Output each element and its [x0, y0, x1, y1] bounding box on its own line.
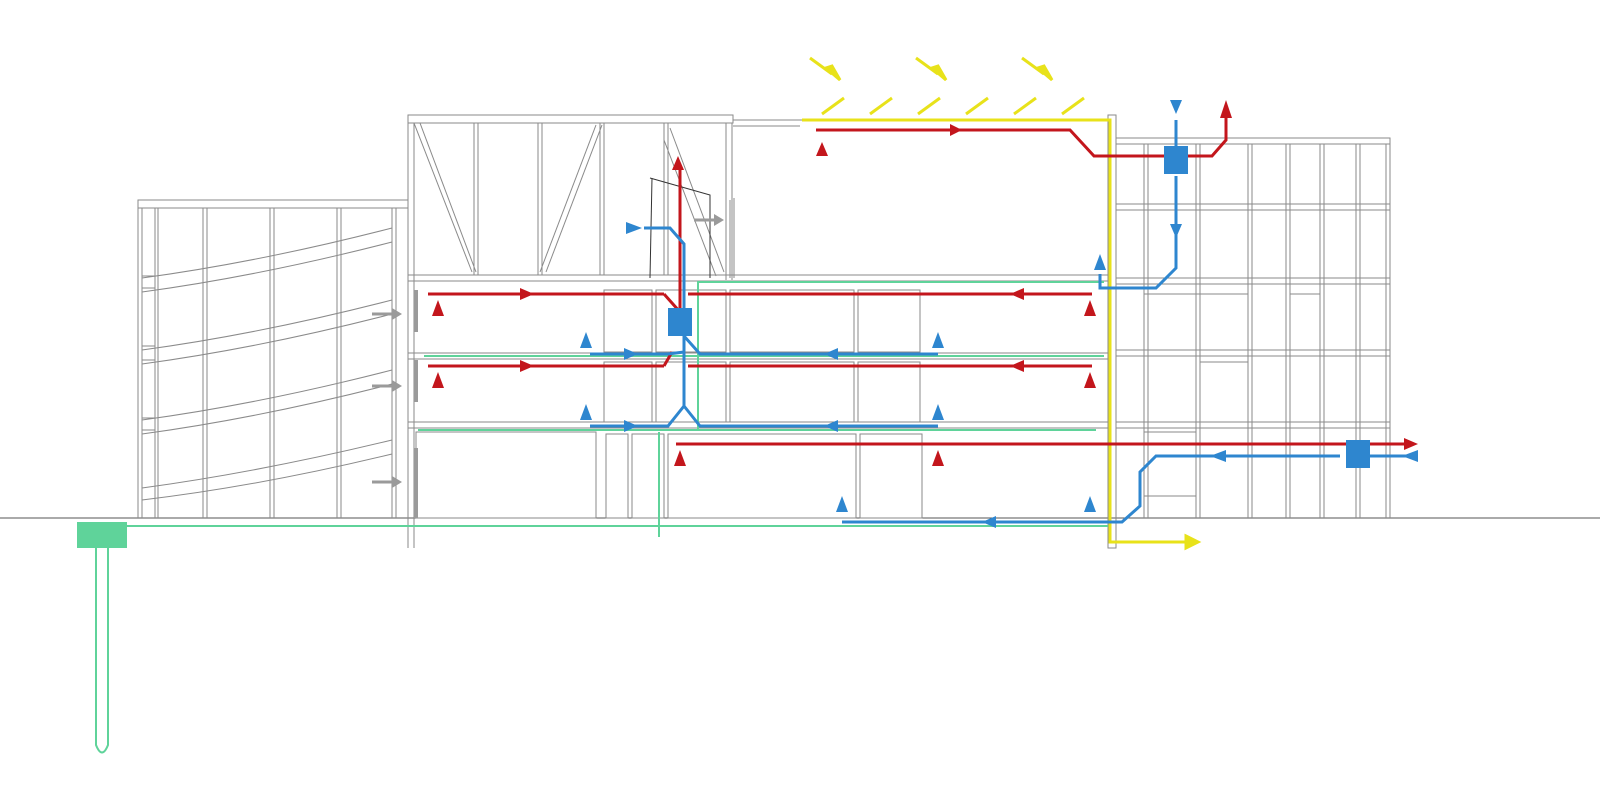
- atrium-shaft: [649, 177, 735, 279]
- supply-arrowheads: [580, 100, 1418, 528]
- ground-air-handling-unit: [1346, 440, 1370, 468]
- sun-ray-arrow-1: [809, 56, 842, 82]
- left-glazed-block: [137, 199, 409, 518]
- sun-ray-arrow-2: [915, 56, 948, 82]
- geothermal-heat-exchanger: [77, 522, 127, 548]
- exhaust-arrowheads: [432, 100, 1418, 466]
- atrium-air-handling-unit: [668, 308, 692, 336]
- natural-ventilation-arrows: [372, 214, 724, 518]
- vent-arrow-floor-1: [372, 308, 402, 320]
- solar-collector: [802, 56, 1202, 551]
- supply-air-ducts: [590, 120, 1418, 524]
- vent-arrow-atrium: [694, 214, 724, 226]
- sun-ray-arrow-3: [1021, 56, 1054, 82]
- vent-arrow-floor-2: [372, 380, 402, 392]
- central-block: [407, 114, 1117, 549]
- vent-arrow-ground: [372, 476, 402, 488]
- supply-units: [668, 146, 1370, 468]
- geothermal-loop: [77, 281, 1108, 754]
- roof-air-handling-unit: [1164, 146, 1188, 174]
